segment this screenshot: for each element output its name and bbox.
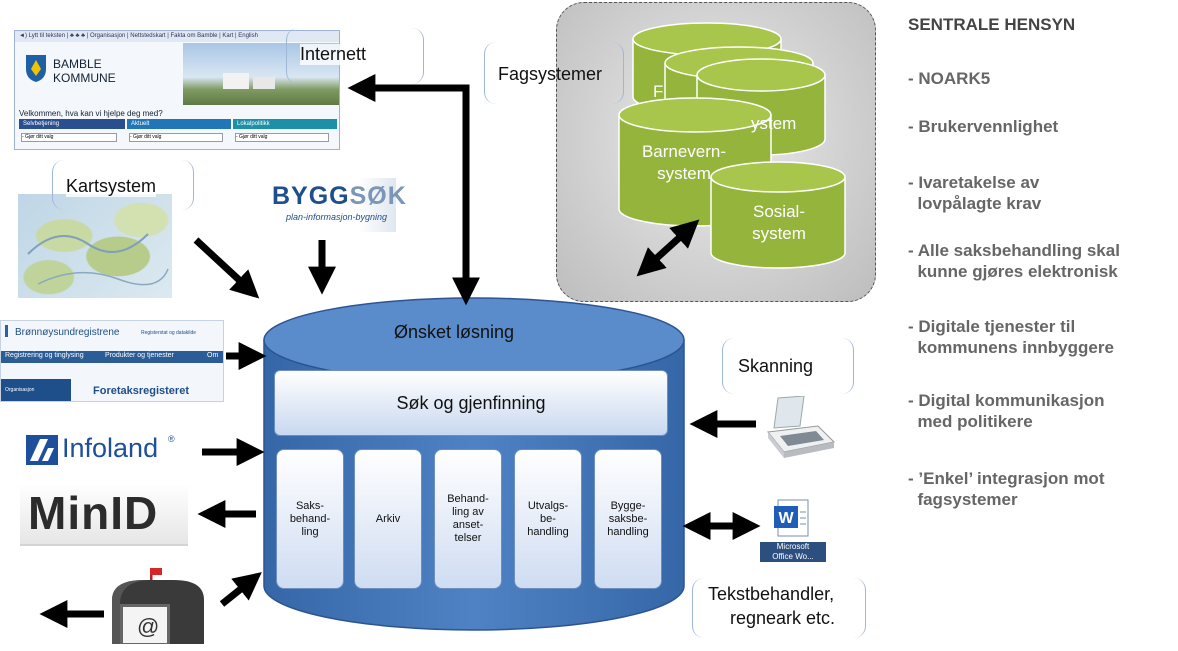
byggsok-logo-bygg: BYGG — [272, 182, 350, 210]
bronnoy-nav-2: Produkter og tjenester — [105, 352, 174, 359]
byggsok-tagline: plan-informasjon-bygning — [286, 212, 388, 222]
website-welcome: Velkommen, hva kan vi hjelpe deg med? — [19, 109, 163, 118]
hensyn-item-7: - ’Enkel’ integrasjon mot fagsystemer — [908, 469, 1105, 509]
bronnoy-title: Brønnøysundregistrene — [15, 327, 120, 338]
minid-logo: MinID — [20, 484, 188, 546]
website-select-2: - Gjør ditt valg — [129, 133, 223, 142]
internett-label: Internett — [300, 44, 367, 65]
bronnoy-logo-icon — [5, 325, 16, 337]
fagsystemer-panel: F ystem Barnevern- system Sosial- system — [556, 2, 876, 302]
cyl-back-label: F — [653, 82, 664, 101]
scanner-icon — [767, 396, 836, 458]
sok-gjenfinning-label: Søk og gjenfinning — [396, 392, 546, 413]
bronnoy-subtitle: Registerstat og datakilde — [141, 330, 197, 336]
kartsystem-label: Kartsystem — [66, 176, 157, 197]
module-behandling-ansettelser: Behand- ling av anset- telser — [434, 449, 502, 589]
bronnoy-org: Organisasjon — [5, 387, 35, 393]
hensyn-item-4: - Alle saksbehandling skal kunne gjøres … — [908, 241, 1120, 281]
cyl-sosial-label: Sosial- system — [752, 202, 806, 243]
svg-text:W: W — [778, 510, 794, 527]
arrow-mail-in — [219, 572, 262, 607]
bronnoy-org-bar — [1, 379, 71, 401]
mailbox-icon: @ — [104, 566, 214, 646]
fagsystemer-label-box — [484, 42, 624, 104]
infoland-icon — [26, 435, 58, 465]
bamble-logo-text-1: BAMBLE — [53, 57, 102, 71]
website-tab-selvbetjening: Selvbetjening — [19, 119, 125, 129]
website-tab-lokalpolitikk: Lokalpolitikk — [233, 119, 337, 129]
module-byggesaksbehandling: Bygge- saksbe- handling — [594, 449, 662, 589]
mailbox-at: @ — [137, 614, 160, 639]
main-title: Ønsket løsning — [394, 322, 515, 342]
tekst-label-box — [692, 578, 866, 638]
arrow-kart — [193, 237, 260, 299]
bronnoy-nav-1: Registrering og tinglysing — [5, 352, 84, 359]
bronnoy-nav-3: Om — [207, 352, 219, 359]
bronnoy-screenshot: Brønnøysundregistrene Registerstat og da… — [0, 320, 224, 402]
map-image — [18, 194, 172, 298]
cyl-mid-label: ystem — [751, 114, 797, 133]
website-screenshot: ◄) Lytt til teksten | ♣ ♣ ♣ | Organisasj… — [14, 30, 340, 150]
word-icon: W Microsoft Office Wo... — [756, 498, 828, 572]
tekst-line2: regneark etc. — [730, 608, 836, 628]
hensyn-item-1: - NOARK5 — [908, 69, 991, 88]
arrow-fagsystemer — [636, 219, 700, 277]
website-tab-aktuelt: Aktuelt — [127, 119, 231, 129]
bamble-logo — [23, 53, 49, 83]
skanning-label-box — [722, 338, 854, 394]
infoland-reg: ® — [168, 434, 175, 444]
minid-label: MinID — [28, 487, 159, 539]
website-select-3: - Gjør ditt valg — [235, 133, 329, 142]
tekst-line1: Tekstbehandler, — [708, 584, 835, 604]
kartsystem-label-box — [52, 160, 194, 210]
cyl-barnevern-label: Barnevern- system — [641, 142, 727, 183]
bamble-logo-text-2: KOMMUNE — [53, 71, 116, 85]
word-icon-label: Microsoft Office Wo... — [760, 542, 826, 562]
hensyn-item-3: - Ivaretakelse av lovpålagte krav — [908, 173, 1042, 213]
hensyn-title: SENTRALE HENSYN — [908, 15, 1076, 34]
fagsystemer-cylinders — [618, 22, 846, 269]
infoland-logo: Infoland ® — [26, 432, 176, 468]
fagsystemer-label: Fagsystemer — [498, 64, 603, 84]
infoland-label: Infoland — [62, 433, 159, 463]
website-select-1: - Gjør ditt valg — [21, 133, 117, 142]
hensyn-item-5: - Digitale tjenester til kommunens innby… — [908, 317, 1114, 357]
sok-gjenfinning-box: Søk og gjenfinning — [274, 370, 668, 436]
module-arkiv: Arkiv — [354, 449, 422, 589]
website-topbar: ◄) Lytt til teksten | ♣ ♣ ♣ | Organisasj… — [15, 31, 339, 42]
bronnoy-nav — [1, 351, 223, 363]
module-saksbehandling: Saks- behand- ling — [276, 449, 344, 589]
hensyn-item-2: - Brukervennlighet — [908, 117, 1059, 136]
skanning-label: Skanning — [738, 356, 814, 376]
bronnoy-foretak: Foretaksregisteret — [93, 385, 189, 397]
internett-label-box — [286, 28, 424, 84]
hensyn-item-6: - Digital kommunikasjon med politikere — [908, 391, 1105, 431]
module-utvalgsbehandling: Utvalgs- be- handling — [514, 449, 582, 589]
